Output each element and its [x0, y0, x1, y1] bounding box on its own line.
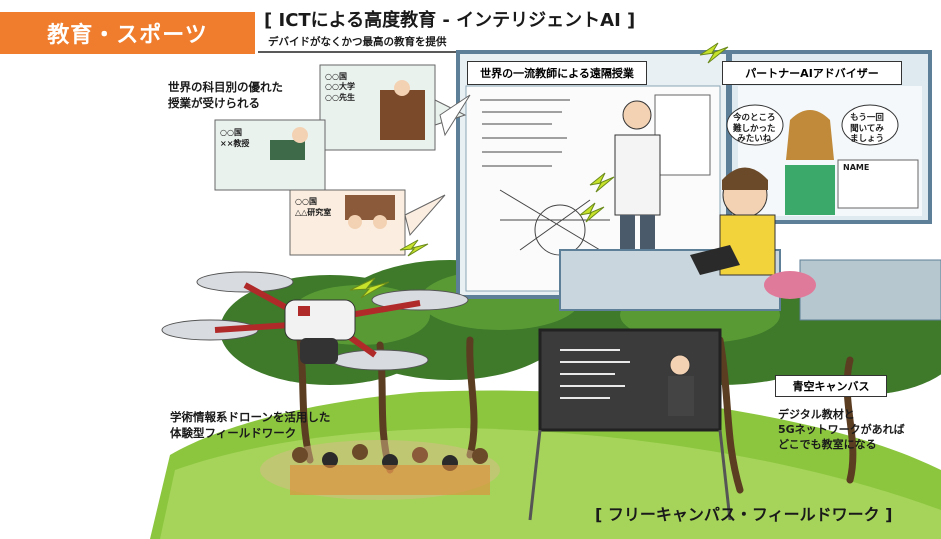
- card-bot-line-1: ○○国: [295, 197, 317, 206]
- card-top-line-2: ○○大学: [325, 82, 355, 92]
- ai-advisor-sign: パートナーAIアドバイザー: [722, 61, 902, 85]
- signal-bolts: [349, 42, 729, 299]
- card-mid-line-2: ××教授: [220, 139, 250, 149]
- advisor-speech-bubble: [841, 104, 899, 146]
- lecture-card-middle-text: ○○国 ××教授: [220, 127, 249, 149]
- student-figure: [690, 167, 776, 276]
- callout-line-1: 世界の科目別の優れた: [168, 80, 283, 94]
- student-bubble-line-3: みたいね: [737, 134, 772, 145]
- callout-line-2: 授業が受けられる: [168, 95, 260, 110]
- drone-caption-line-1: 学術情報系ドローンを活用した: [170, 410, 331, 424]
- name-card-label: NAME: [843, 163, 870, 172]
- card-top-line-3: ○○先生: [325, 92, 355, 102]
- cabinet: [799, 259, 941, 321]
- advisor-bubble-line-2: 聞いてみ: [850, 123, 884, 134]
- campus-caption-line-1: デジタル教材と: [778, 408, 855, 421]
- lecture-card-top: [319, 64, 436, 151]
- advisor-bubble-line-1: もう一回: [850, 113, 884, 123]
- footer-title: [ フリーキャンパス・フィールドワーク ]: [595, 505, 893, 524]
- notes-panel: [654, 94, 711, 176]
- campus-caption-line-2: 5Gネットワークがあれば: [778, 422, 905, 436]
- lecture-card-middle: [214, 119, 326, 191]
- student-speech-bubble: [726, 104, 784, 146]
- world-class-callout: 世界の科目別の優れた 授業が受けられる: [168, 80, 283, 111]
- lecture-card-bottom: [289, 189, 406, 256]
- lecture-card-bottom-text: ○○国 △△研究室: [295, 196, 331, 218]
- category-badge: 教育・スポーツ: [0, 12, 255, 54]
- student-bubble-text: 今のところ 難しかった みたいね: [733, 113, 776, 145]
- card-bot-line-2: △△研究室: [295, 208, 332, 218]
- lecture-card-top-text: ○○国 ○○大学 ○○先生: [325, 72, 355, 103]
- advisor-bubble-text: もう一回 聞いてみ ましょう: [850, 113, 884, 145]
- name-card: [837, 159, 919, 209]
- advisor-figure: [785, 110, 835, 215]
- campus-caption: デジタル教材と 5Gネットワークがあれば どこでも教室になる: [778, 408, 905, 453]
- chair: [764, 271, 816, 299]
- campus-sign: 青空キャンバス: [775, 375, 887, 397]
- drone-caption-line-2: 体験型フィールドワーク: [170, 425, 297, 440]
- student-bubble-line-2: 難しかった: [733, 123, 776, 134]
- drone-caption: 学術情報系ドローンを活用した 体験型フィールドワーク: [170, 410, 330, 441]
- callout-pointer: [439, 94, 471, 137]
- campus-caption-line-3: どこでも教室になる: [778, 437, 877, 451]
- card-mid-line-1: ○○国: [220, 128, 242, 137]
- page-subtitle: デバイドがなくかつ最高の教育を提供: [268, 36, 447, 48]
- student-bubble-line-1: 今のところ: [733, 113, 776, 123]
- advisor-bubble-line-3: ましょう: [850, 134, 885, 145]
- card-top-line-1: ○○国: [325, 72, 347, 81]
- remote-class-sign: 世界の一流教師による遠隔授業: [467, 61, 647, 85]
- card-pointer-bottom: [404, 194, 446, 237]
- outdoor-screen: [528, 328, 732, 521]
- drone: [161, 271, 469, 371]
- student-crowd: [260, 440, 500, 500]
- page-title: [ ICTによる高度教育 - インテリジェントAI ]: [264, 10, 636, 31]
